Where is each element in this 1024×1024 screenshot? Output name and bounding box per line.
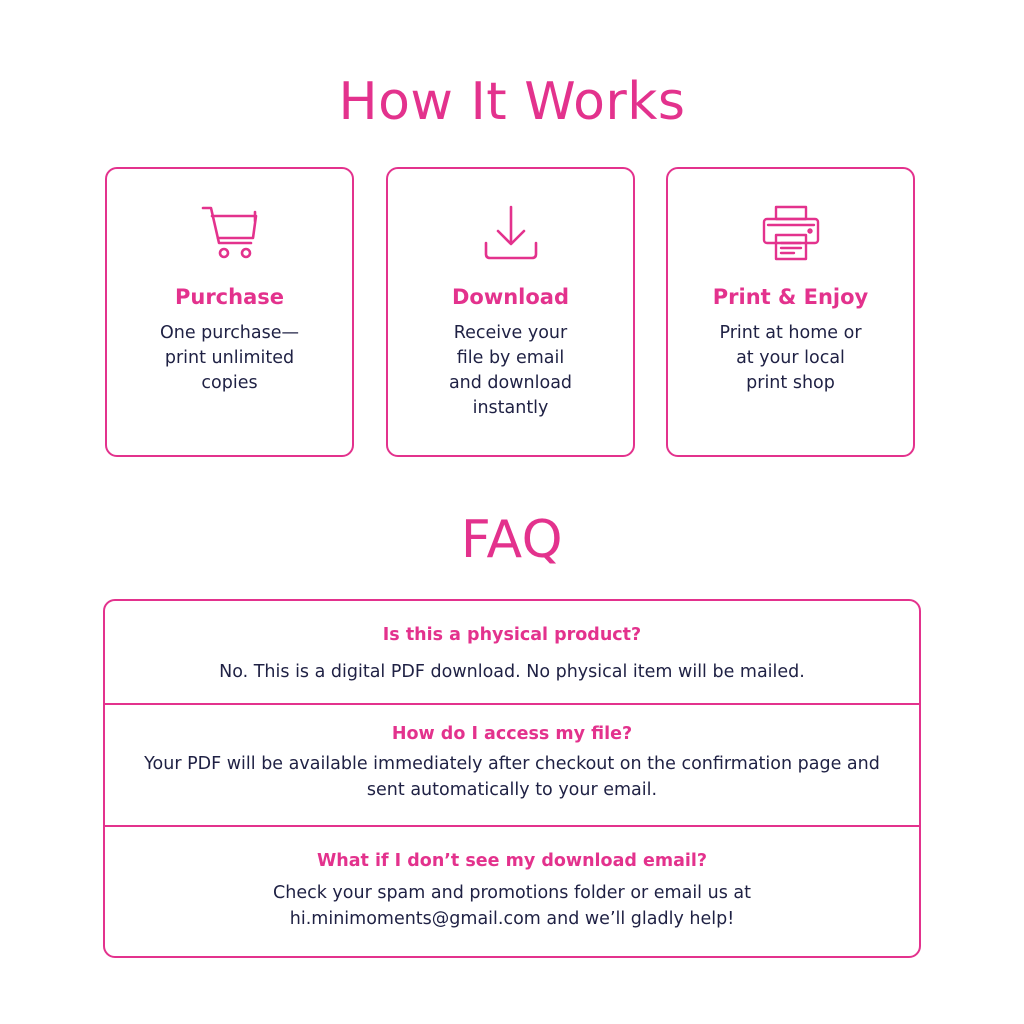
step-card-print: Print & Enjoy Print at home or at your l… — [666, 167, 915, 457]
step-title: Purchase — [174, 285, 284, 309]
shopping-cart-icon — [107, 203, 352, 263]
how-it-works-title: How It Works — [338, 72, 686, 132]
faq-question: What if I don’t see my download email? — [316, 851, 708, 871]
step-card-download: Download Receive your file by email and … — [386, 167, 635, 457]
faq-item: What if I don’t see my download email? C… — [105, 827, 919, 956]
step-description: Receive your file by email and download … — [448, 323, 573, 418]
faq-list: Is this a physical product? No. This is … — [103, 599, 921, 958]
faq-answer: Your PDF will be available immediately a… — [144, 754, 880, 800]
faq-item: Is this a physical product? No. This is … — [105, 601, 919, 705]
faq-answer: Check your spam and promotions folder or… — [273, 883, 751, 929]
step-card-purchase: Purchase One purchase— print unlimited c… — [105, 167, 354, 457]
download-icon — [388, 203, 633, 263]
step-description: One purchase— print unlimited copies — [159, 323, 300, 393]
printer-icon — [668, 203, 913, 263]
step-description: Print at home or at your local print sho… — [719, 323, 862, 393]
faq-question: Is this a physical product? — [382, 625, 642, 645]
step-title: Download — [451, 285, 570, 309]
faq-answer: No. This is a digital PDF download. No p… — [219, 662, 805, 682]
step-title: Print & Enjoy — [712, 285, 869, 309]
faq-title: FAQ — [460, 510, 564, 570]
faq-item: How do I access my file? Your PDF will b… — [105, 705, 919, 827]
faq-question: How do I access my file? — [391, 724, 633, 744]
